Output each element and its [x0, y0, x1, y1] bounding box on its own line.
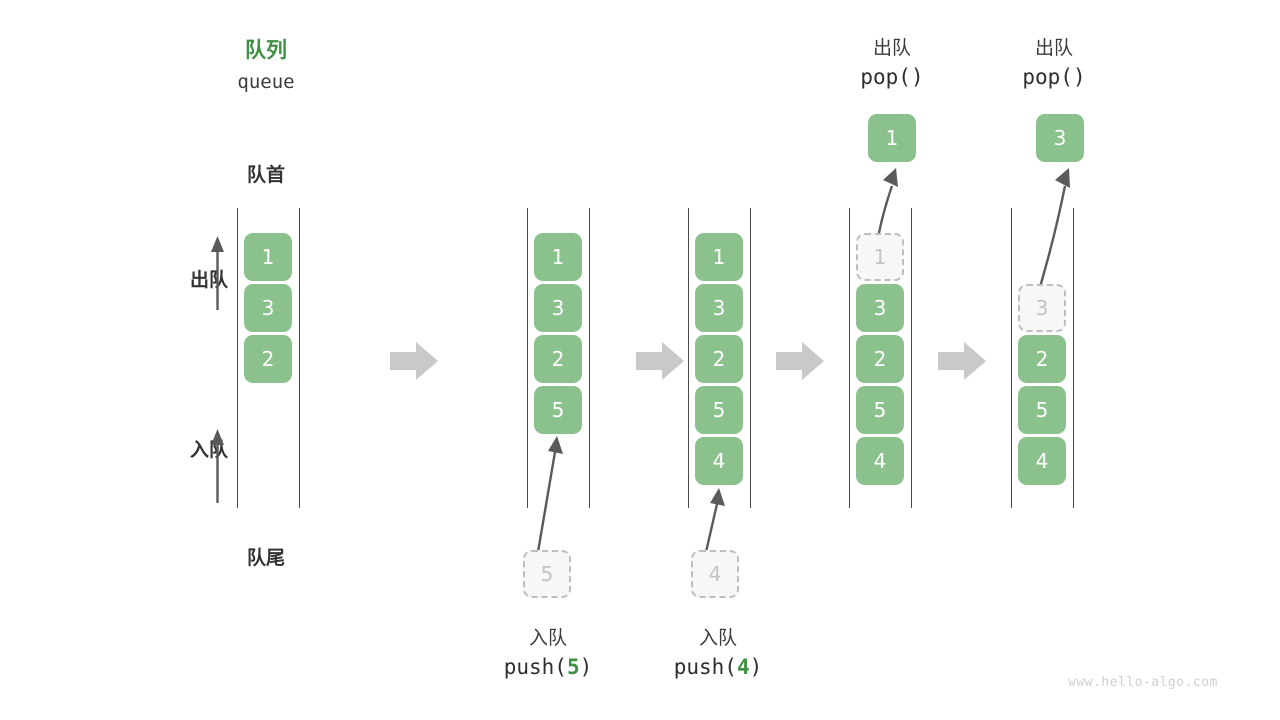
rail-right: [911, 208, 912, 508]
enqueue-arrow-icon: [211, 429, 224, 503]
rear-label: 队尾: [246, 547, 285, 569]
operation-label-code: push(4): [628, 655, 808, 679]
queue-cell: 2: [534, 335, 582, 383]
operation-label-cn: 出队: [872, 37, 911, 59]
operation-label-code: push(5): [458, 655, 638, 679]
queue-cell: 4: [856, 437, 904, 485]
queue-cell: 1: [695, 233, 743, 281]
op-code-suffix: ): [910, 65, 924, 89]
dequeue-arrow-icon: [211, 236, 224, 310]
operation-label-cn: 出队: [1034, 37, 1073, 59]
incoming-ghost-cell: 4: [691, 550, 739, 598]
operation-label-code: pop(): [964, 65, 1144, 89]
queue-cell-new: 4: [695, 437, 743, 485]
op-code-suffix: ): [579, 655, 593, 679]
popped-cell: 1: [868, 114, 916, 162]
queue-cell: 3: [695, 284, 743, 332]
op-code-prefix: push(: [673, 655, 737, 679]
op-code-prefix: push(: [503, 655, 567, 679]
queue-cell: 2: [244, 335, 292, 383]
step-arrow-icon: [776, 342, 824, 380]
queue-cell: 5: [1018, 386, 1066, 434]
queue-cell-ghost: 3: [1018, 284, 1066, 332]
step-arrow-icon: [636, 342, 684, 380]
queue-cell: 2: [856, 335, 904, 383]
incoming-ghost-cell: 5: [523, 550, 571, 598]
rail-right: [299, 208, 300, 508]
queue-cell: 5: [695, 386, 743, 434]
step-arrow-icon: [390, 342, 438, 380]
queue-cell: 5: [856, 386, 904, 434]
rail-left: [688, 208, 689, 508]
step-arrow-icon: [938, 342, 986, 380]
rail-left: [237, 208, 238, 508]
rail-right: [750, 208, 751, 508]
queue-cell: 3: [856, 284, 904, 332]
rail-left: [527, 208, 528, 508]
op-code-arg: 4: [736, 655, 750, 679]
watermark: www.hello-algo.com: [1068, 675, 1218, 690]
op-code-prefix: pop(: [860, 65, 911, 89]
push-arrow-icon: [536, 436, 563, 553]
queue-cell: 1: [534, 233, 582, 281]
diagram-title-cn: 队列: [245, 38, 287, 62]
queue-cell: 3: [534, 284, 582, 332]
operation-label-code: pop(): [802, 65, 982, 89]
queue-cell: 4: [1018, 437, 1066, 485]
front-label: 队首: [246, 164, 285, 186]
queue-cell-new: 5: [534, 386, 582, 434]
rail-right: [1073, 208, 1074, 508]
op-code-arg: 5: [566, 655, 580, 679]
queue-cell-ghost: 1: [856, 233, 904, 281]
popped-cell: 3: [1036, 114, 1084, 162]
diagram-title-en: queue: [237, 71, 295, 93]
queue-cell: 1: [244, 233, 292, 281]
op-code-suffix: ): [1072, 65, 1086, 89]
operation-label-cn: 入队: [698, 627, 737, 649]
queue-cell: 2: [1018, 335, 1066, 383]
rail-right: [589, 208, 590, 508]
op-code-prefix: pop(: [1022, 65, 1073, 89]
queue-cell: 2: [695, 335, 743, 383]
rail-left: [1011, 208, 1012, 508]
operation-label-cn: 入队: [528, 627, 567, 649]
rail-left: [849, 208, 850, 508]
op-code-suffix: ): [749, 655, 763, 679]
push-arrow-icon: [704, 488, 725, 553]
queue-cell: 3: [244, 284, 292, 332]
